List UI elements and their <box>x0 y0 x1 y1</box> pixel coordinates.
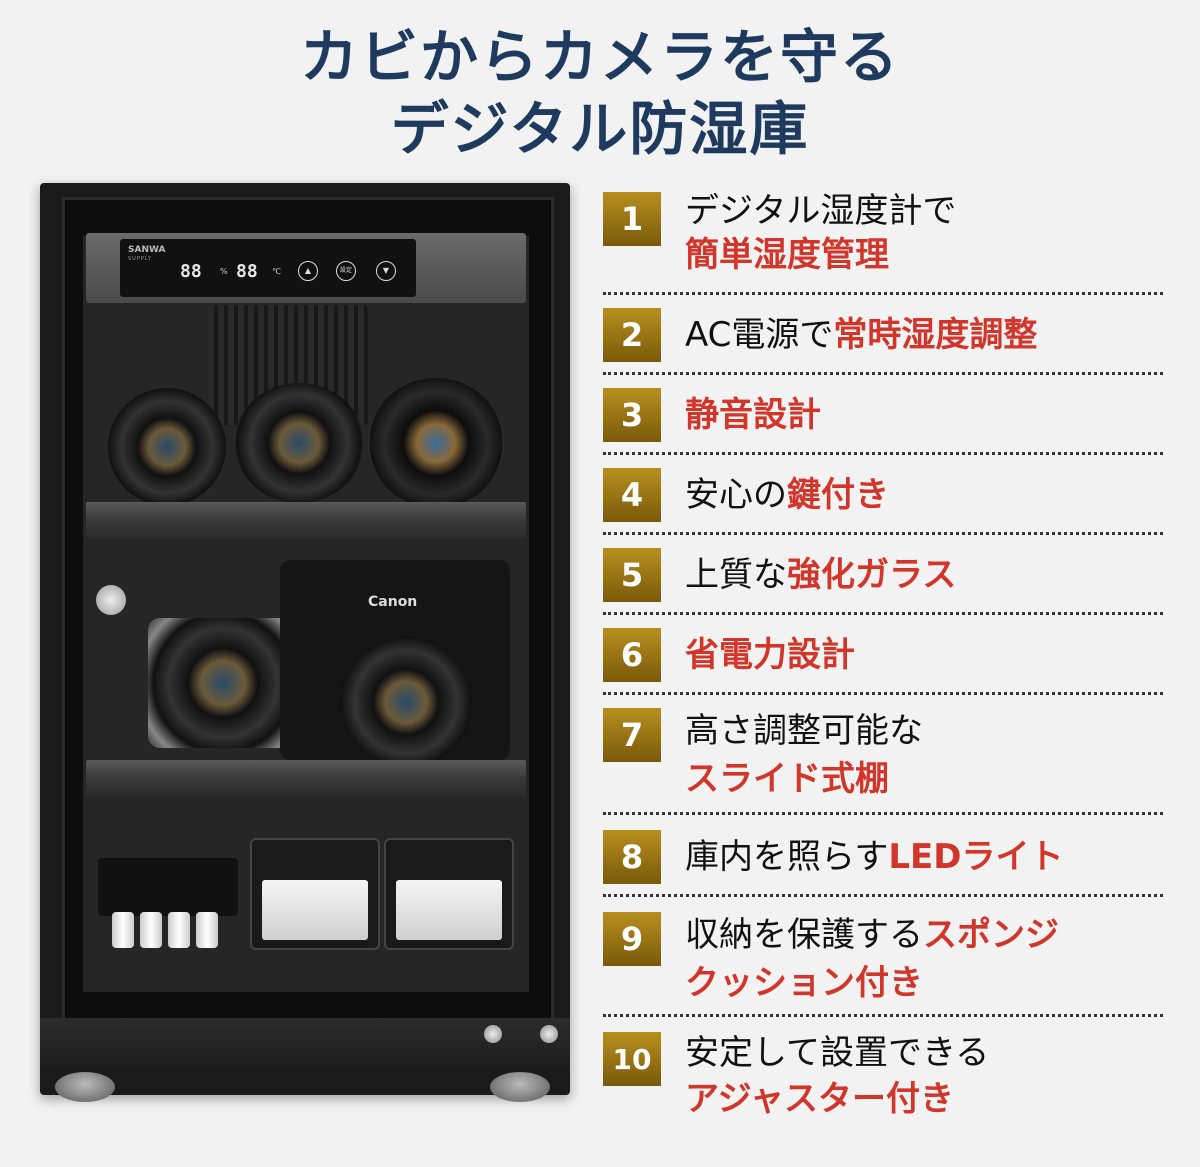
feature-item-4: 4 安心の鍵付き <box>603 466 1163 526</box>
feature-lead: 庫内を照らす <box>685 837 889 877</box>
feature-item-10: 10 安定して設置できる アジャスター付き <box>603 1030 1163 1130</box>
divider <box>603 894 1163 897</box>
feature-line: 省電力設計 <box>685 632 855 678</box>
feature-lead: 安心の <box>685 475 787 515</box>
humidity-unit: % <box>220 267 228 276</box>
feature-item-2: 2 AC電源で常時湿度調整 <box>603 306 1163 366</box>
speedlight-flash <box>250 838 380 950</box>
divider <box>603 452 1163 455</box>
camera-lens <box>234 383 364 503</box>
temperature-readout: 88 <box>236 261 258 282</box>
feature-highlight: 省電力設計 <box>685 635 855 675</box>
battery <box>168 912 190 948</box>
feature-lead: 高さ調整可能な <box>685 711 923 751</box>
feature-highlight: スポンジ <box>923 915 1059 955</box>
feature-lead: 上質な <box>685 555 787 595</box>
feature-line: 上質な強化ガラス <box>685 552 956 598</box>
feature-number-badge: 5 <box>603 548 661 602</box>
brand-sub-logo: SUPPLY <box>128 256 153 262</box>
humidity-readout: 88 <box>180 261 202 282</box>
battery-charger <box>98 858 238 916</box>
feature-lead: 収納を保護する <box>685 915 923 955</box>
shelf-top <box>86 502 526 538</box>
feature-item-3: 3 静音設計 <box>603 386 1163 446</box>
feature-highlight: 常時湿度調整 <box>833 315 1038 355</box>
feature-number-badge: 4 <box>603 468 661 522</box>
feature-line: AC電源で常時湿度調整 <box>685 312 1037 358</box>
feature-highlight: スライド式棚 <box>685 759 889 799</box>
feature-lead: デジタル湿度計で <box>685 191 957 231</box>
set-button[interactable]: 設定 <box>336 261 356 281</box>
feature-highlight-continued: クッション付き <box>685 963 923 1003</box>
feature-number-badge: 2 <box>603 308 661 362</box>
feature-line: 安心の鍵付き <box>685 472 889 518</box>
divider <box>603 692 1163 695</box>
feature-number-badge: 6 <box>603 628 661 682</box>
feature-line: 収納を保護するスポンジ <box>685 912 1059 958</box>
brand-logo: SANWA <box>128 245 166 255</box>
feature-item-9: 9 収納を保護するスポンジ クッション付き <box>603 908 1163 1008</box>
lock-icon <box>96 585 126 615</box>
speedlight-flash <box>384 838 514 950</box>
camera-lens <box>148 618 298 748</box>
adjuster-foot <box>55 1072 115 1102</box>
feature-number-badge: 3 <box>603 388 661 442</box>
divider <box>603 612 1163 615</box>
feature-item-7: 7 高さ調整可能な スライド式棚 <box>603 706 1163 806</box>
shelf-middle <box>86 760 526 796</box>
screw-icon <box>484 1025 502 1043</box>
up-arrow-icon[interactable]: ▲ <box>298 261 318 281</box>
cabinet-base <box>40 1018 570 1078</box>
feature-highlight: 簡単湿度管理 <box>685 235 889 275</box>
feature-number-badge: 1 <box>603 192 661 246</box>
feature-highlight: 強化ガラス <box>787 555 957 595</box>
feature-highlight: 鍵付き <box>787 475 889 515</box>
feature-number-badge: 10 <box>603 1032 661 1086</box>
divider <box>603 532 1163 535</box>
feature-item-1: 1 デジタル湿度計で 簡単湿度管理 <box>603 186 1163 286</box>
feature-number-badge: 7 <box>603 708 661 762</box>
battery <box>196 912 218 948</box>
telephoto-lens <box>368 378 504 508</box>
battery <box>112 912 134 948</box>
down-arrow-icon[interactable]: ▼ <box>376 261 396 281</box>
feature-number-badge: 9 <box>603 912 661 966</box>
page-title-line-1: カビからカメラを守る <box>299 23 900 91</box>
feature-lead: 安定して設置できる <box>685 1033 990 1073</box>
feature-highlight: LEDライト <box>888 837 1064 877</box>
divider <box>603 372 1163 375</box>
feature-number-badge: 8 <box>603 830 661 884</box>
digital-display: SANWA SUPPLY 88 % 88 ℃ ▲ 設定 ▼ <box>120 239 416 297</box>
camera-lens <box>340 636 472 768</box>
control-panel: SANWA SUPPLY 88 % 88 ℃ ▲ 設定 ▼ <box>86 233 526 303</box>
divider <box>603 812 1163 815</box>
camera-lens <box>108 388 226 506</box>
temperature-unit: ℃ <box>272 267 281 276</box>
battery <box>140 912 162 948</box>
adjuster-foot <box>490 1072 550 1102</box>
feature-item-8: 8 庫内を照らすLEDライト <box>603 828 1163 888</box>
screw-icon <box>540 1025 558 1043</box>
feature-line: 静音設計 <box>685 392 821 438</box>
feature-item-5: 5 上質な強化ガラス <box>603 546 1163 606</box>
feature-item-6: 6 省電力設計 <box>603 626 1163 686</box>
page-title-line-2: デジタル防湿庫 <box>390 95 810 163</box>
feature-highlight: 静音設計 <box>685 395 821 435</box>
divider <box>603 292 1163 295</box>
feature-lead: AC電源で <box>685 315 834 355</box>
feature-line: 庫内を照らすLEDライト <box>685 834 1063 880</box>
divider <box>603 1014 1163 1017</box>
camera-brand-label: Canon <box>368 594 418 610</box>
feature-highlight: アジャスター付き <box>685 1079 954 1119</box>
